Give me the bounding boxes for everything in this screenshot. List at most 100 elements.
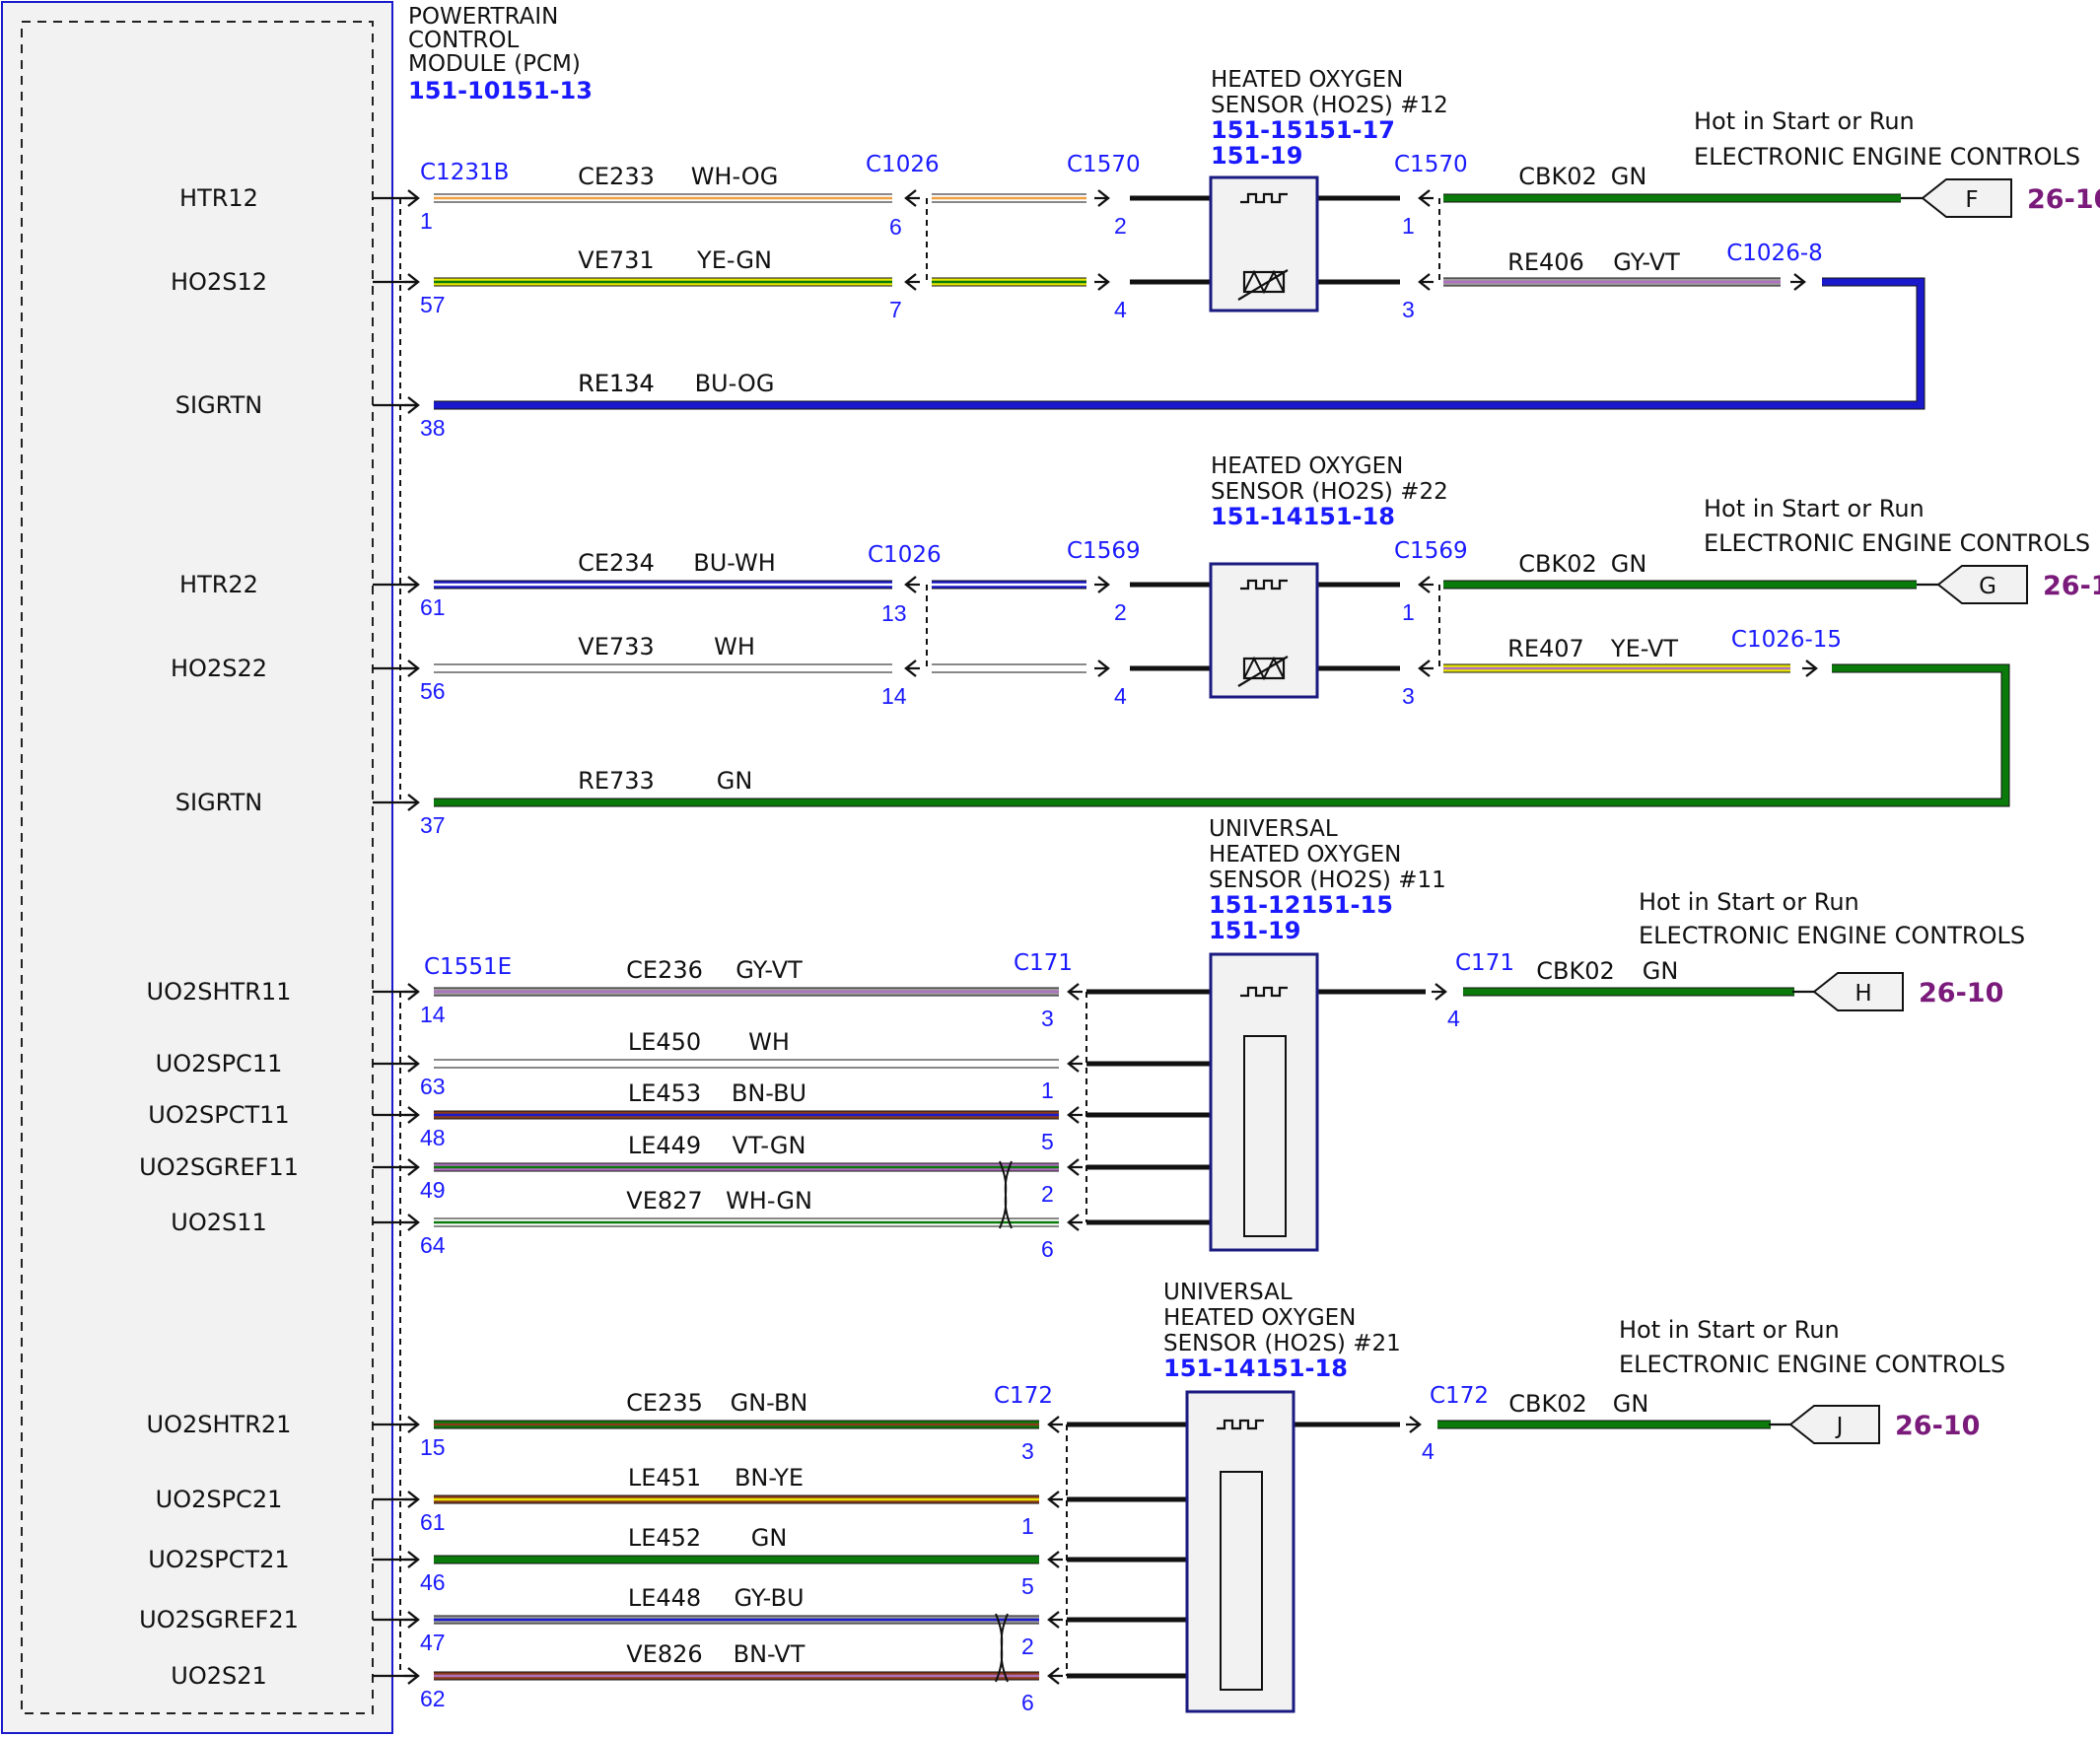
right-color-0: GN <box>1611 163 1647 190</box>
sensor-ref-0-0: 151-15151-17 <box>1211 116 1395 144</box>
pcm-signal-5: SIGRTN <box>175 789 262 816</box>
wire-circuit-15: VE826 <box>626 1640 702 1668</box>
pcm-signal-15: UO2S21 <box>171 1662 267 1690</box>
wire-color-2: BU-OG <box>695 370 775 397</box>
pcm-signal-12: UO2SPC21 <box>156 1486 283 1513</box>
pcm-title-1: POWERTRAIN <box>408 4 558 30</box>
flag-shape-2 <box>1812 972 1904 1011</box>
labels: HTR121HO2S1257SIGRTN38HTR2261HO2S2256SIG… <box>139 67 2100 1715</box>
sensor-title-1-1: SENSOR (HO2S) #22 <box>1211 479 1448 505</box>
u-pin-14: 2 <box>1021 1633 1034 1659</box>
inline-pin-7: 7 <box>889 297 902 322</box>
wire-circuit-8: LE453 <box>628 1079 701 1107</box>
pcm-pin-12: 61 <box>420 1509 446 1535</box>
pcm-dashed-outline <box>21 21 374 1714</box>
pcm-pin-0: 1 <box>420 208 433 234</box>
hot-text-2: Hot in Start or Run <box>1639 888 1859 916</box>
right-color-4: GN <box>1643 957 1679 985</box>
page-ref-0: 26-10 <box>2027 184 2100 215</box>
hot-text-1: Hot in Start or Run <box>1704 495 1925 522</box>
sensor-connector-left-1: C1569 <box>1067 538 1141 564</box>
wire-color-11: GN-BN <box>731 1389 808 1417</box>
components <box>1185 175 2028 1713</box>
pcm-pin-8: 48 <box>420 1125 446 1150</box>
pcm-connector-c1231b: C1231B <box>420 160 509 185</box>
wire-color-6: GY-VT <box>735 956 803 984</box>
right-circuit-4: CBK02 <box>1536 957 1615 985</box>
pcm-signal-14: UO2SGREF21 <box>139 1606 299 1633</box>
right-to-0: C1026-8 <box>1726 241 1823 266</box>
right-color-1: GY-VT <box>1613 248 1680 276</box>
wire-color-1: YE-GN <box>696 246 772 274</box>
inline-pin-6: 6 <box>889 214 902 240</box>
pcm-title-3: MODULE (PCM) <box>408 51 581 77</box>
u-pin-10: 6 <box>1041 1236 1054 1262</box>
heater-symbol-0 <box>1240 192 1288 204</box>
u-pin-right-1: 4 <box>1422 1438 1435 1464</box>
right-color-3: YE-VT <box>1610 635 1678 662</box>
u-pin-7: 1 <box>1041 1077 1054 1103</box>
wire-re733-loop-base <box>434 664 2009 806</box>
u-sensor-ref-1-0: 151-14151-18 <box>1163 1355 1348 1382</box>
wire-color-7: WH <box>748 1028 790 1056</box>
sensor-pin-l2-1: 4 <box>1114 683 1127 709</box>
wire-color-14: GY-BU <box>734 1584 804 1612</box>
right-circuit-0: CBK02 <box>1518 163 1597 190</box>
wire-color-0: WH-OG <box>691 163 779 190</box>
sensor-element-symbol-0-arrow <box>1237 269 1289 301</box>
pcm-pin-14: 47 <box>420 1630 446 1655</box>
pcm-pin-9: 49 <box>420 1177 446 1203</box>
right-circuit-2: CBK02 <box>1518 550 1597 578</box>
u-pin-13: 5 <box>1021 1573 1034 1599</box>
system-text-2: ELECTRONIC ENGINE CONTROLS <box>1639 922 2025 949</box>
wire-circuit-9: LE449 <box>628 1132 701 1159</box>
inline-c1026-label-1: C1026 <box>866 152 940 177</box>
u-pin-8: 5 <box>1041 1129 1054 1154</box>
pcm-pin-11: 15 <box>420 1434 446 1460</box>
pcm-pin-5: 37 <box>420 812 446 838</box>
wire-circuit-6: CE236 <box>626 956 703 984</box>
wire-circuit-1: VE731 <box>578 246 654 274</box>
flag-shape-3 <box>1788 1405 1880 1444</box>
wire-color-8: BN-BU <box>732 1079 806 1107</box>
right-to-1: C1026-15 <box>1731 627 1842 653</box>
twisted-pair-0 <box>999 1160 1013 1229</box>
hot-text-3: Hot in Start or Run <box>1619 1316 1840 1344</box>
u-pin-15: 6 <box>1021 1690 1034 1715</box>
pcm-signal-2: SIGRTN <box>175 391 262 419</box>
u-pin-6: 3 <box>1041 1006 1054 1031</box>
right-circuit-5: CBK02 <box>1508 1390 1587 1418</box>
wire-color-4: WH <box>714 633 755 660</box>
wire-re134-loop-base <box>434 278 1925 409</box>
wire-circuit-0: CE233 <box>578 163 655 190</box>
wire-color-10: WH-GN <box>726 1187 812 1215</box>
pcm-title-2: CONTROL <box>408 28 520 53</box>
pcm-signal-3: HTR22 <box>179 571 258 598</box>
sensor-title-0-1: SENSOR (HO2S) #12 <box>1211 93 1448 118</box>
wire-color-3: BU-WH <box>693 549 776 577</box>
u-pin-9: 2 <box>1041 1181 1054 1207</box>
u-connector-left-1: C172 <box>994 1383 1053 1409</box>
sensor-pin-l1-1: 2 <box>1114 599 1127 625</box>
pcm-pin-10: 64 <box>420 1232 446 1258</box>
pcm-signal-7: UO2SPC11 <box>156 1050 283 1077</box>
hot-text-0: Hot in Start or Run <box>1694 107 1915 135</box>
sensor-pin-r1-1: 1 <box>1402 599 1415 625</box>
system-text-3: ELECTRONIC ENGINE CONTROLS <box>1619 1351 2005 1378</box>
u-connector-left-0: C171 <box>1014 950 1073 976</box>
u-sensor-title-1-0: UNIVERSAL <box>1163 1280 1293 1305</box>
u-sensor-title-0-0: UNIVERSAL <box>1209 816 1338 842</box>
wire-circuit-2: RE134 <box>578 370 655 397</box>
u-connector-right-0: C171 <box>1455 950 1514 976</box>
u-pin-12: 1 <box>1021 1513 1034 1539</box>
flag-shape-0 <box>1921 178 2012 218</box>
u-sensor-title-0-2: SENSOR (HO2S) #11 <box>1209 868 1446 893</box>
flag-shape-1 <box>1936 565 2028 604</box>
sensor-pin-r1-0: 1 <box>1402 213 1415 239</box>
sensor-pin-r2-0: 3 <box>1402 297 1415 322</box>
pcm-signal-6: UO2SHTR11 <box>147 978 292 1006</box>
pcm-signal-11: UO2SHTR21 <box>147 1411 292 1438</box>
heater-symbol-1 <box>1240 579 1288 591</box>
flag-letter-0: F <box>1965 187 1978 213</box>
